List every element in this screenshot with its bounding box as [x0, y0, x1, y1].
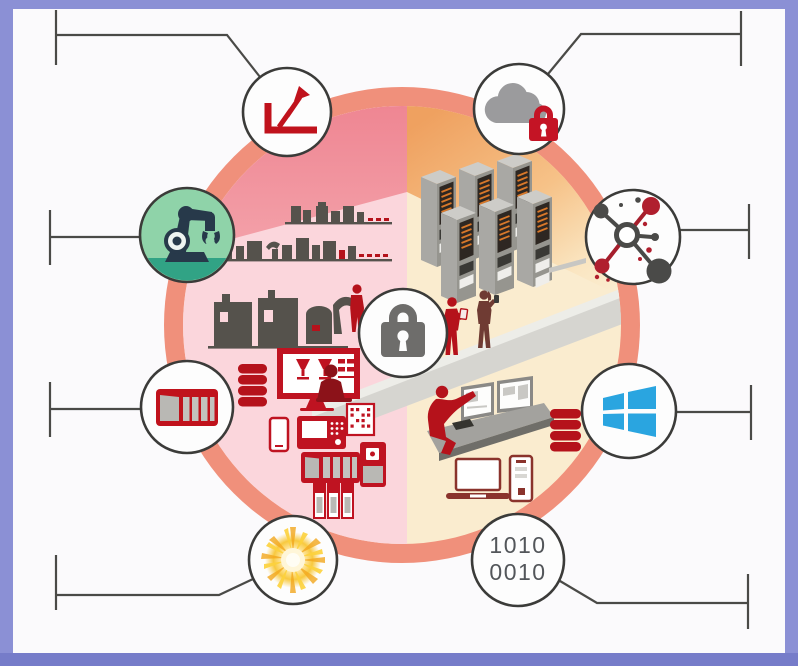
trend-chart-icon	[264, 86, 317, 134]
frame-border-bottom	[0, 653, 798, 666]
binary-line-2: 0010	[489, 559, 546, 585]
dual-monitors	[461, 376, 533, 421]
io-panel	[345, 402, 376, 437]
database-stack-right	[550, 409, 581, 452]
person-brown-silhouette	[477, 290, 499, 348]
padlock-icon	[381, 304, 425, 357]
binary-code-text: 1010 0010	[489, 532, 546, 585]
callout-left-upper	[48, 210, 140, 265]
node-cloud-security	[472, 62, 566, 156]
scada-monitor	[277, 348, 360, 411]
node-plc	[139, 359, 235, 455]
operator-silhouette-left	[316, 364, 352, 402]
node-spark	[247, 514, 339, 606]
callout-bottom-left	[54, 555, 254, 610]
callout-lines	[48, 10, 753, 629]
walkway	[312, 282, 621, 442]
callout-right-upper	[680, 204, 751, 259]
drive-unit	[360, 442, 386, 487]
database-stack-left	[238, 364, 267, 407]
callout-left-lower	[48, 382, 141, 437]
robot-arm-icon	[164, 206, 220, 262]
desk-tablet	[452, 419, 474, 430]
device-panel-group	[268, 402, 386, 519]
server-racks	[420, 153, 586, 304]
person-red-silhouette	[444, 297, 469, 355]
node-trend-chart	[241, 66, 333, 158]
laptop-outline	[446, 457, 510, 499]
spark-burst-icon	[261, 527, 325, 593]
node-robot-arm	[138, 186, 236, 284]
windows-logo-icon	[603, 386, 656, 437]
network-nodes-icon	[593, 197, 672, 284]
module-trio	[313, 483, 354, 519]
callout-top-right	[547, 11, 743, 75]
callout-right-lower	[676, 385, 753, 440]
tablet-device	[268, 416, 290, 453]
ot-workstation	[238, 348, 386, 519]
people-pair	[444, 290, 499, 355]
node-connected	[584, 188, 682, 286]
cloud-lock-icon	[484, 83, 558, 141]
it-control-station	[427, 376, 581, 503]
node-windows	[580, 362, 678, 460]
center-lock-node	[357, 287, 449, 379]
binary-line-1: 1010	[489, 532, 546, 558]
hmi-panel	[297, 416, 346, 449]
plc-rack-icon	[156, 389, 218, 426]
plc-rack-device	[301, 452, 360, 483]
control-desk	[427, 403, 554, 453]
smartphone-outline	[508, 454, 534, 503]
callout-top-left	[54, 10, 261, 78]
callout-bottom-right	[559, 574, 750, 629]
operator-silhouette-right	[427, 385, 476, 455]
node-binary: 1010 0010	[470, 512, 566, 608]
